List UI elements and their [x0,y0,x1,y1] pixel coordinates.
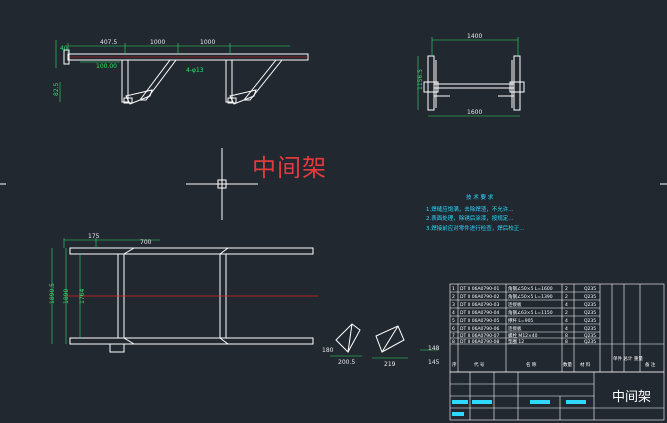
side-dim-left: 1156.5 [417,69,424,90]
plan-view [69,247,314,353]
bom-r6-mat: Q235 [584,326,596,332]
bom-r1-code: DT II 06A0790-01 [460,286,499,292]
bom-table [449,283,665,373]
bom-r8-name: 垫圈 12 [508,338,524,345]
bom-r6-code: DT II 06A0790-06 [460,326,499,332]
bom-r7-qty: 8 [565,333,568,339]
bom-r5-qty: 4 [565,318,568,324]
bom-r8-mat: Q235 [584,339,596,345]
crosshair-cursor [186,148,258,220]
detail-dimensions [330,349,438,359]
detail-dim-2: 200.5 [338,359,355,366]
plan-dim-left-2: 1890 [63,289,70,304]
bom-r7-code: DT II 06A0790-07 [460,333,499,339]
bom-header: 序 代 号 名 称 数量 材 料 单件 总计 重量 备 注 [452,355,656,368]
side-view-dimensions [417,37,520,117]
plan-view-dimensions [51,238,160,344]
front-dim-7: 82.5 [53,82,60,96]
bom-col-name: 名 称 [526,361,537,368]
front-dim-3: 1000 [200,39,215,46]
plan-dim-top-2: 700 [140,239,152,246]
titleblock-fill [452,400,586,416]
bom-col-no: 序 [452,361,457,368]
bom-r4-code: DT II 06A0790-04 [460,310,499,316]
bom-r3-no: 3 [452,302,455,308]
bom-r5-name: 撑杆 L=905 [508,317,533,324]
bom-r2-name: 角钢∠50×5 L=1390 [508,293,553,300]
bom-col-note: 备 注 [645,361,656,368]
bom-r6-name: 连接板 [508,325,522,332]
front-dim-6: 4-φ13 [186,67,204,74]
front-dim-1: 407.5 [100,39,117,46]
detail-dim-1: 180 [322,347,334,354]
bom-col-weight: 单件 总计 重量 [613,355,643,362]
bom-r1-no: 1 [452,286,455,292]
detail-views [335,323,405,353]
bom-r2-no: 2 [452,294,455,300]
bom-r1-mat: Q235 [584,286,596,292]
bom-r3-qty: 4 [565,302,568,308]
bom-r1-name: 角钢∠50×5 L=1600 [508,285,553,292]
bom-r5-code: DT II 06A0790-05 [460,318,499,324]
bom-r2-code: DT II 06A0790-02 [460,294,499,300]
plan-dim-left-1: 1890.5 [49,283,56,304]
detail-dim-3: 219 [384,361,396,368]
bom-r4-name: 角钢∠63×5 L=1150 [508,309,553,316]
bom-r6-no: 6 [452,326,455,332]
tech-notes-heading: 技 术 要 求 [466,193,494,201]
front-dim-5: 100.00 [96,63,117,70]
bom-col-mat: 材 料 [580,361,591,368]
bom-r1-qty: 2 [565,286,568,292]
detail-dim-4: 148 [428,345,440,352]
bom-col-qty: 数量 [563,361,572,368]
bom-r2-qty: 2 [565,294,568,300]
tech-note-1: 1.焊缝应饱满，去除焊渣，不允许... [426,205,514,213]
bom-r7-no: 7 [452,333,455,339]
bom-r2-mat: Q235 [584,294,596,300]
bom-r4-qty: 2 [565,310,568,316]
title-block [449,371,665,421]
side-dim-bottom: 1600 [467,109,482,116]
side-dim-top: 1400 [467,33,482,40]
plan-dim-top-1: 175 [88,233,100,240]
bom-r8-qty: 8 [565,339,568,345]
bom-r8-no: 8 [452,339,455,345]
front-dim-2: 1000 [150,39,165,46]
bom-r7-name: 螺栓 M12×40 [508,332,538,339]
bom-col-code: 代 号 [474,361,485,368]
front-view [63,49,309,105]
front-view-dimensions [55,40,290,102]
bom-r3-code: DT II 06A0790-03 [460,302,499,308]
titleblock-name: 中间架 [612,390,652,405]
plan-dim-left-3: 1764 [79,289,86,304]
bom-r6-qty: 4 [565,326,568,332]
front-dim-4: 40 [60,45,68,52]
bom-rows: 1 DT II 06A0790-01 角钢∠50×5 L=1600 2 Q235… [452,285,596,345]
drawing-title: 中间架 [252,154,327,182]
side-view [423,55,525,111]
bom-r4-mat: Q235 [584,310,596,316]
tech-note-2: 2.表面处理，除锈后涂漆，按规定... [426,214,514,222]
tech-note-3: 3.焊接前应对零件进行检查，焊后校正... [426,224,525,232]
bom-r4-no: 4 [452,310,455,316]
bom-r5-no: 5 [452,318,455,324]
bom-r8-code: DT II 06A0790-08 [460,339,499,345]
bom-r3-name: 连接板 [508,301,522,308]
bom-r3-mat: Q235 [584,302,596,308]
bom-r7-mat: Q235 [584,333,596,339]
bom-r5-mat: Q235 [584,318,596,324]
detail-dim-5: 145 [428,359,440,366]
